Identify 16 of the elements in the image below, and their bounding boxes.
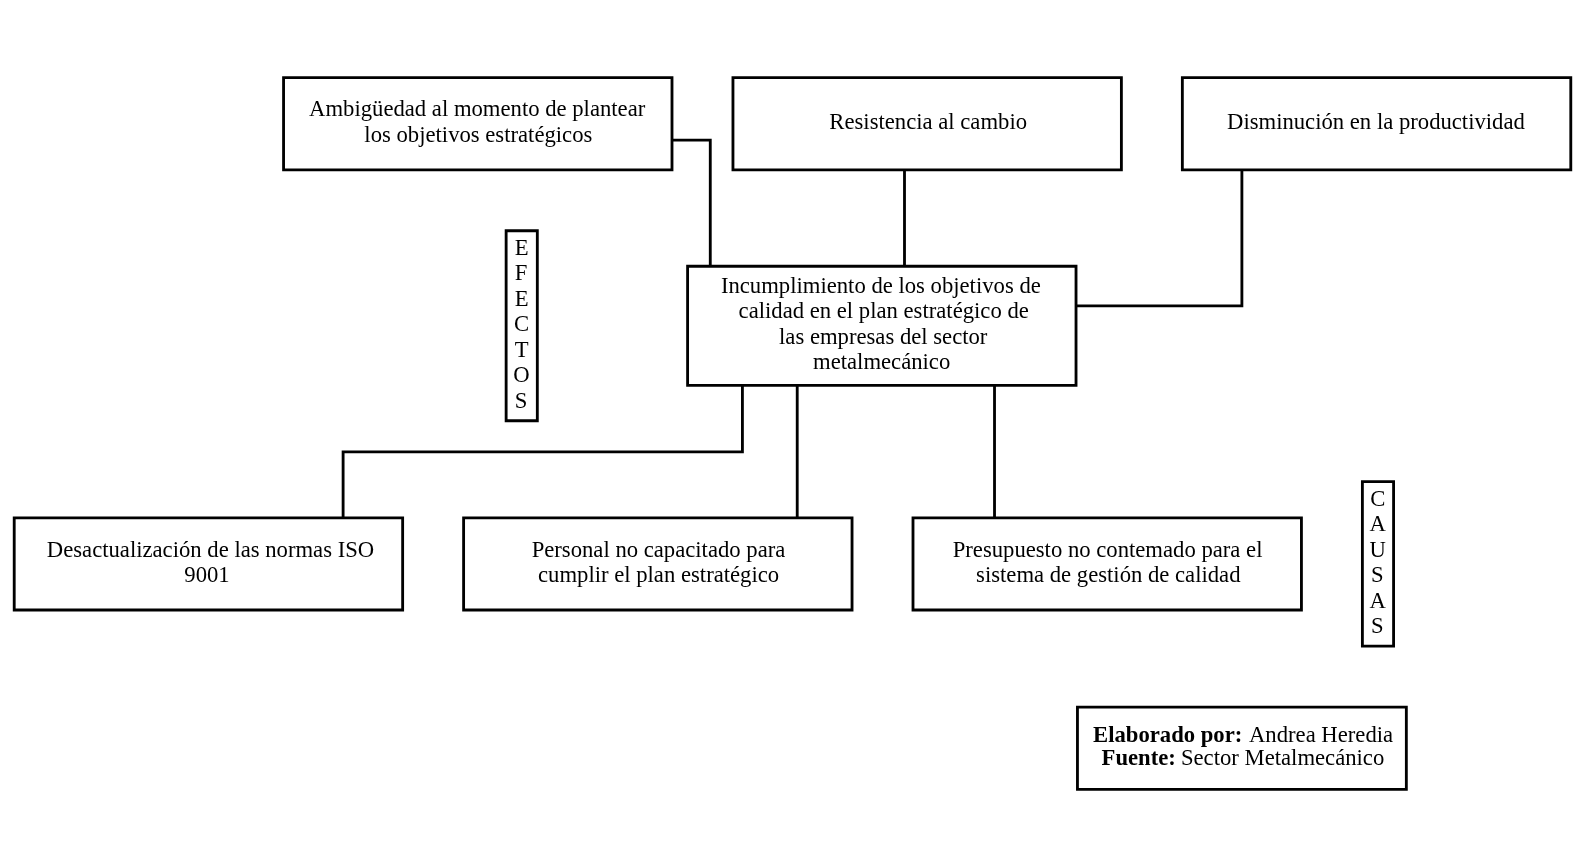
node-box: Resistencia al cambio bbox=[731, 76, 1123, 172]
node-box: Incumplimiento de los objetivos de calidad en el plan estratégico de las empresas del sector metalmecánico bbox=[686, 264, 1078, 387]
node-box: Elaborado por: Andrea Heredia Fuente: Sector Metalmecánico bbox=[1076, 705, 1408, 791]
connector bbox=[672, 138, 712, 266]
node-box: CAUSAS bbox=[1360, 480, 1395, 648]
node-box: Desactualización de las normas ISO 9001 bbox=[12, 516, 405, 612]
connector bbox=[341, 385, 744, 518]
node-box: EFECTOS bbox=[504, 229, 539, 423]
connector bbox=[993, 385, 996, 518]
connector bbox=[795, 385, 799, 518]
node-box: Presupuesto no contemado para el sistema de gestión de calidad bbox=[911, 516, 1303, 612]
node-box: Ambigüedad al momento de plantear los objetivos estratégicos bbox=[282, 76, 674, 172]
connector bbox=[903, 170, 906, 267]
node-box: Personal no capacitado para cumplir el plan estratégico bbox=[462, 516, 854, 612]
connector bbox=[1076, 170, 1244, 308]
node-box: Disminución en la productividad bbox=[1180, 76, 1573, 172]
